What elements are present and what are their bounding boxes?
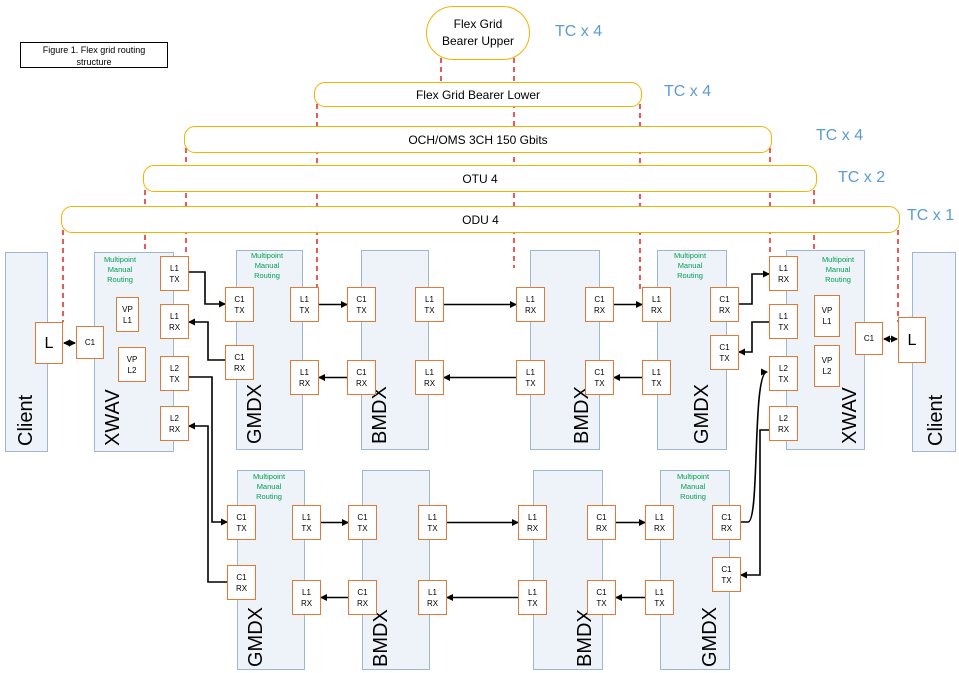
bmdx-top-right-panel: BMDX	[530, 250, 600, 450]
box-c1-left: C1	[76, 326, 104, 359]
signal-arrow	[189, 376, 228, 526]
signal-arrow	[189, 271, 226, 308]
tc-label-otu: TC x 2	[838, 169, 886, 186]
gmdx-bottom-right-label: GMDX	[699, 607, 721, 667]
och-oms-layer: OCH/OMS 3CH 150 Gbits	[184, 126, 772, 153]
bmdx-bottom-right-label: BMDX	[574, 609, 596, 667]
bmdx-bottom-left-panel: BMDX	[362, 470, 430, 670]
signal-arrow	[738, 321, 769, 356]
box-c1-right: C1	[855, 322, 883, 355]
tc-label-lower: TC x 4	[664, 83, 712, 100]
box-l-left: L	[35, 322, 63, 364]
gmdx-top-right-label: GMDX	[691, 384, 713, 444]
client-left-label: Client	[15, 394, 37, 446]
otu4-layer: OTU 4	[143, 165, 817, 192]
bmdx-top-left-panel: BMDX	[361, 250, 429, 450]
gmdx-bottom-left-label: GMDX	[245, 607, 267, 667]
figure-caption: Figure 1. Flex grid routing structure	[20, 42, 168, 68]
signal-arrow	[188, 318, 225, 361]
flex-grid-bearer-upper-layer: Flex Grid Bearer Upper	[426, 6, 530, 60]
signal-arrow	[188, 422, 227, 583]
bmdx-bottom-left-label: BMDX	[370, 609, 392, 667]
flex-grid-bearer-lower-layer: Flex Grid Bearer Lower	[314, 82, 642, 107]
client-right-label: Client	[925, 394, 947, 446]
tc-label-och: TC x 4	[816, 127, 864, 144]
gmdx-top-left-label: GMDX	[244, 384, 266, 444]
tc-label-odu: TC x 1	[907, 207, 955, 224]
tc-label-upper: TC x 4	[555, 23, 603, 40]
xwav-left-label: XWAV	[102, 389, 124, 446]
signal-arrow	[741, 368, 768, 523]
odu4-layer: ODU 4	[61, 206, 900, 233]
xwav-right-label: XWAV	[839, 387, 861, 444]
signal-arrow	[740, 429, 769, 579]
bmdx-bottom-right-panel: BMDX	[533, 470, 603, 670]
signal-arrow	[739, 270, 770, 305]
box-l-right: L	[898, 317, 926, 363]
